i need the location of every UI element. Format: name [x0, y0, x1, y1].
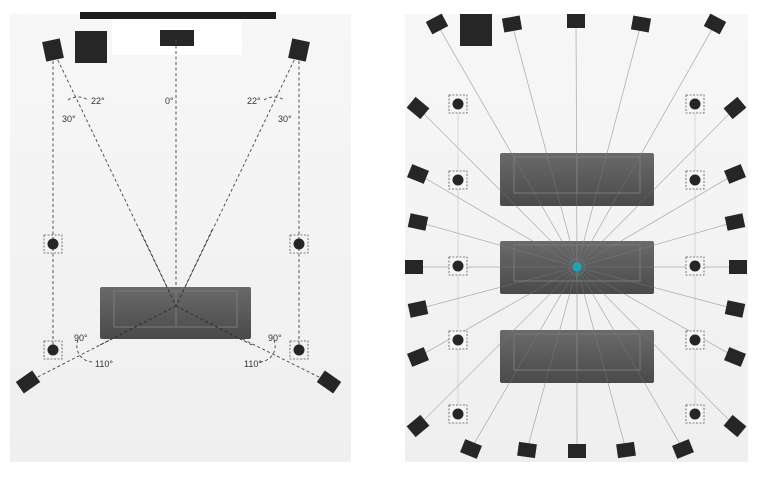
listener-position-halo [568, 258, 586, 276]
rear-right-ray [175, 305, 330, 383]
ray-overlay-to-left-2 [417, 173, 578, 268]
wall-speaker-right-2 [724, 164, 746, 184]
wall-speaker-bottom-3 [568, 444, 586, 458]
right-surround-speaker [289, 340, 309, 360]
wall-speaker-bottom-4 [616, 441, 636, 459]
center-speaker [160, 30, 194, 46]
angle-label-front-left-outer: 30° [62, 114, 76, 124]
wall-speaker-left-2 [407, 164, 429, 184]
wall-speaker-right-1 [723, 96, 747, 120]
ceiling-speaker-2 [448, 170, 468, 190]
wall-speaker-top-1 [425, 13, 449, 35]
wall-speaker-bottom-1 [460, 439, 482, 459]
subwoofer-right [460, 14, 492, 46]
angle-label-rear-right: 110° [244, 359, 262, 369]
ray-overlay-to-left-5 [417, 266, 578, 310]
ray-overlay-to-right-5 [576, 266, 736, 310]
immersive-array-diagram [405, 13, 748, 462]
ceiling-speaker-4 [448, 330, 468, 350]
surround-7-1-diagram: 22° 30° 0° 22° 30° 90° 110° 90° 110° [10, 12, 351, 462]
right-ceiling-speaker-upper [289, 234, 309, 254]
ray-overlay-to-left-7 [417, 266, 578, 427]
front-right-speaker [288, 38, 310, 62]
angle-label-rear-left: 110° [95, 359, 113, 369]
angle-label-front-right-outer: 30° [278, 114, 292, 124]
rear-left-speaker [15, 370, 41, 394]
ray-overlay-to-left-6 [417, 266, 578, 358]
ray-overlay-to-top-5 [576, 23, 716, 268]
angle-label-side-right: 90° [268, 333, 282, 343]
wall-speaker-right-3 [724, 213, 746, 231]
ceiling-speaker-array [448, 94, 705, 424]
wall-speaker-top-3 [567, 14, 585, 28]
front-left-speaker [42, 38, 64, 62]
screen-bar [80, 12, 276, 19]
wall-speaker-left-6 [407, 347, 429, 367]
ceiling-speaker-7 [685, 170, 705, 190]
ray-overlay-to-bottom-2 [526, 266, 578, 451]
ray-overlay-to-top-1 [436, 23, 578, 268]
angle-label-front-left-inner: 22° [91, 96, 105, 106]
ray-overlay-to-right-6 [576, 266, 736, 358]
wall-speaker-right-6 [724, 347, 746, 367]
wall-speaker-top-4 [630, 15, 652, 33]
ray-overlay-to-right-3 [576, 221, 736, 268]
ray-overlay-to-right-1 [576, 107, 736, 268]
ray-overlay-to-top-4 [576, 23, 642, 268]
ray-overlay-to-bottom-5 [576, 266, 684, 450]
ceiling-speaker-3 [448, 256, 468, 276]
ray-overlay-to-left-1 [417, 107, 578, 268]
wall-speaker-array [405, 13, 747, 459]
left-ceiling-speaker-upper [43, 234, 63, 254]
wall-speaker-right-4 [729, 260, 747, 274]
room-floor [10, 14, 351, 462]
ray-overlay-to-top-3 [575, 20, 578, 268]
wall-speaker-left-7 [406, 414, 430, 438]
wall-speaker-bottom-2 [517, 441, 537, 459]
ray-overlay-to-bottom-4 [576, 266, 627, 451]
ray-overlay-to-left-3 [417, 221, 578, 268]
ray-overlay-to-right-7 [576, 266, 736, 427]
front-right-ray [175, 49, 300, 307]
listener-rays-overlay [414, 20, 738, 451]
ceiling-speaker-8 [685, 256, 705, 276]
front-left-ray [52, 49, 177, 307]
angle-label-side-left: 90° [74, 333, 88, 343]
front-right-angle-arc [263, 96, 285, 101]
subwoofer [75, 31, 107, 63]
ceiling-speaker-9 [685, 330, 705, 350]
angle-label-front-right-inner: 22° [247, 96, 261, 106]
left-surround-speaker [43, 340, 63, 360]
wall-speaker-right-7 [723, 414, 747, 438]
wall-speaker-left-1 [406, 96, 430, 120]
ceiling-speaker-5 [448, 404, 468, 424]
sofa-row-front [500, 153, 654, 206]
ceiling-speaker-6 [685, 94, 705, 114]
wall-speaker-right-5 [724, 300, 746, 318]
ray-overlay-to-right-2 [576, 173, 736, 268]
ray-overlay-to-top-2 [511, 23, 578, 268]
wall-speaker-top-2 [501, 15, 523, 33]
wall-speaker-left-4 [405, 260, 423, 274]
angle-label-center: 0° [165, 96, 174, 106]
speaker-guide-lines [27, 40, 330, 383]
ceiling-speaker-1 [448, 94, 468, 114]
rear-right-speaker [316, 370, 342, 394]
ray-overlay-to-bottom-1 [470, 266, 578, 450]
sofa [100, 287, 251, 339]
listener-position-marker [572, 262, 582, 272]
wall-speaker-bottom-5 [672, 439, 694, 459]
wall-speaker-left-3 [407, 213, 429, 231]
wall-speaker-left-5 [407, 300, 429, 318]
ceiling-speaker-10 [685, 404, 705, 424]
wall-speaker-top-5 [703, 13, 727, 35]
front-left-angle-arc [67, 96, 89, 101]
